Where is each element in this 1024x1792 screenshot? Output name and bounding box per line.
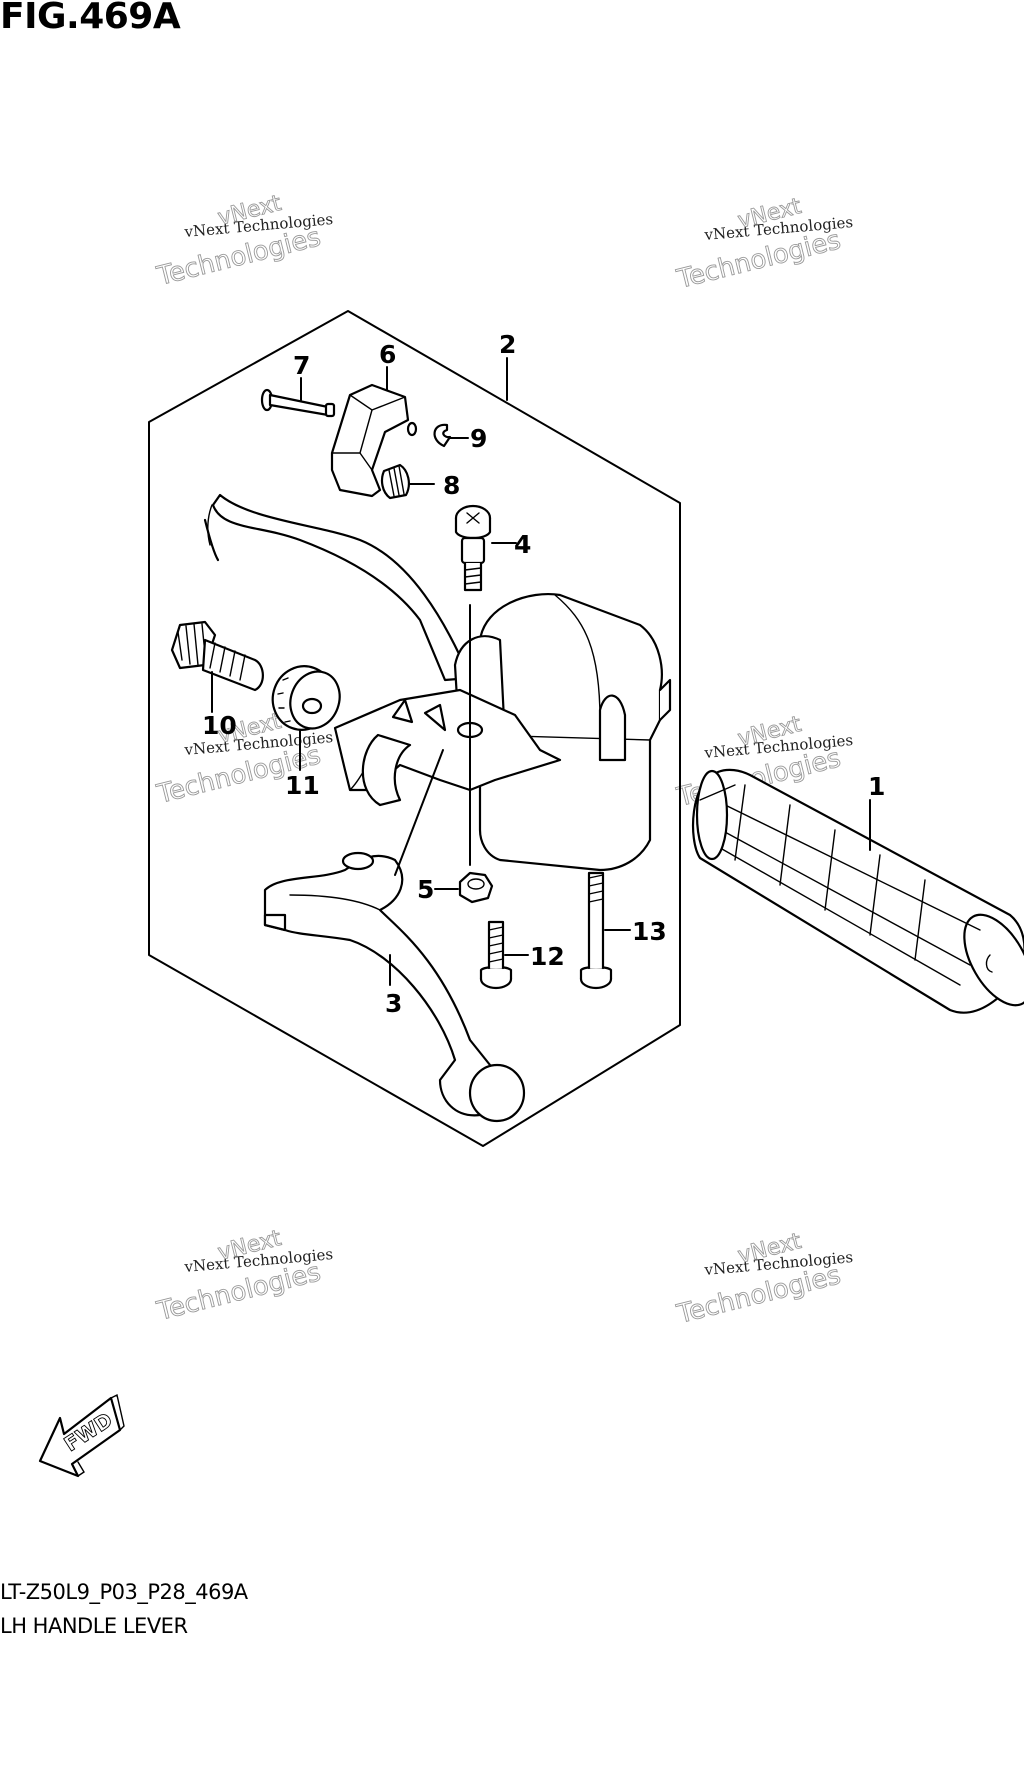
callout-numbers: 1 2 3 4 5 6 7 8 9 10 11 12 13 xyxy=(202,330,885,1018)
part-11-adjuster-nut xyxy=(271,665,341,731)
part-13-long-screw xyxy=(579,871,613,990)
diagram-code: LT-Z50L9_P03_P28_469A xyxy=(0,1580,248,1604)
diagram-name: LH HANDLE LEVER xyxy=(0,1614,188,1638)
callout-7: 7 xyxy=(293,351,310,380)
callout-9: 9 xyxy=(470,424,487,453)
watermark-bottom-right: vNext Technologies Technologies vNext xyxy=(673,1228,854,1330)
part-10-adjuster-bolt xyxy=(170,620,264,692)
figure-title: FIG.469A xyxy=(0,0,181,37)
cable xyxy=(203,493,472,682)
part-6-switch-housing xyxy=(330,383,418,498)
callout-11: 11 xyxy=(285,771,320,800)
part-3-lever xyxy=(263,851,526,1123)
callout-5: 5 xyxy=(417,875,434,904)
axis-line-lever xyxy=(394,749,444,876)
part-7-pin xyxy=(260,388,336,418)
watermark-top-left: vNext Technologies Technologies vNext xyxy=(153,190,334,292)
callout-3: 3 xyxy=(385,989,402,1018)
callout-1: 1 xyxy=(868,772,885,801)
leader-lines xyxy=(211,357,871,986)
part-4-bolt xyxy=(454,504,492,592)
part-5-nut xyxy=(458,871,494,904)
watermark-bottom-left: vNext Technologies Technologies vNext xyxy=(153,1225,334,1327)
part-9-clip xyxy=(433,423,452,448)
assembly-outline xyxy=(148,310,681,1147)
callout-4: 4 xyxy=(514,530,531,559)
callout-12: 12 xyxy=(530,942,565,971)
part-1-grip xyxy=(691,768,1024,1014)
callout-6: 6 xyxy=(379,340,396,369)
callout-8: 8 xyxy=(443,471,460,500)
watermark-top-right: vNext Technologies Technologies vNext xyxy=(673,193,854,295)
fwd-direction-indicator: FWD xyxy=(38,1393,125,1478)
part-12-screw xyxy=(479,920,513,990)
callout-10: 10 xyxy=(202,711,237,740)
callout-2: 2 xyxy=(499,330,516,359)
part-8-spring xyxy=(380,463,410,500)
fwd-arrow-icon xyxy=(38,1396,122,1478)
callout-13: 13 xyxy=(632,917,667,946)
part-2-lever-holder xyxy=(333,593,672,872)
